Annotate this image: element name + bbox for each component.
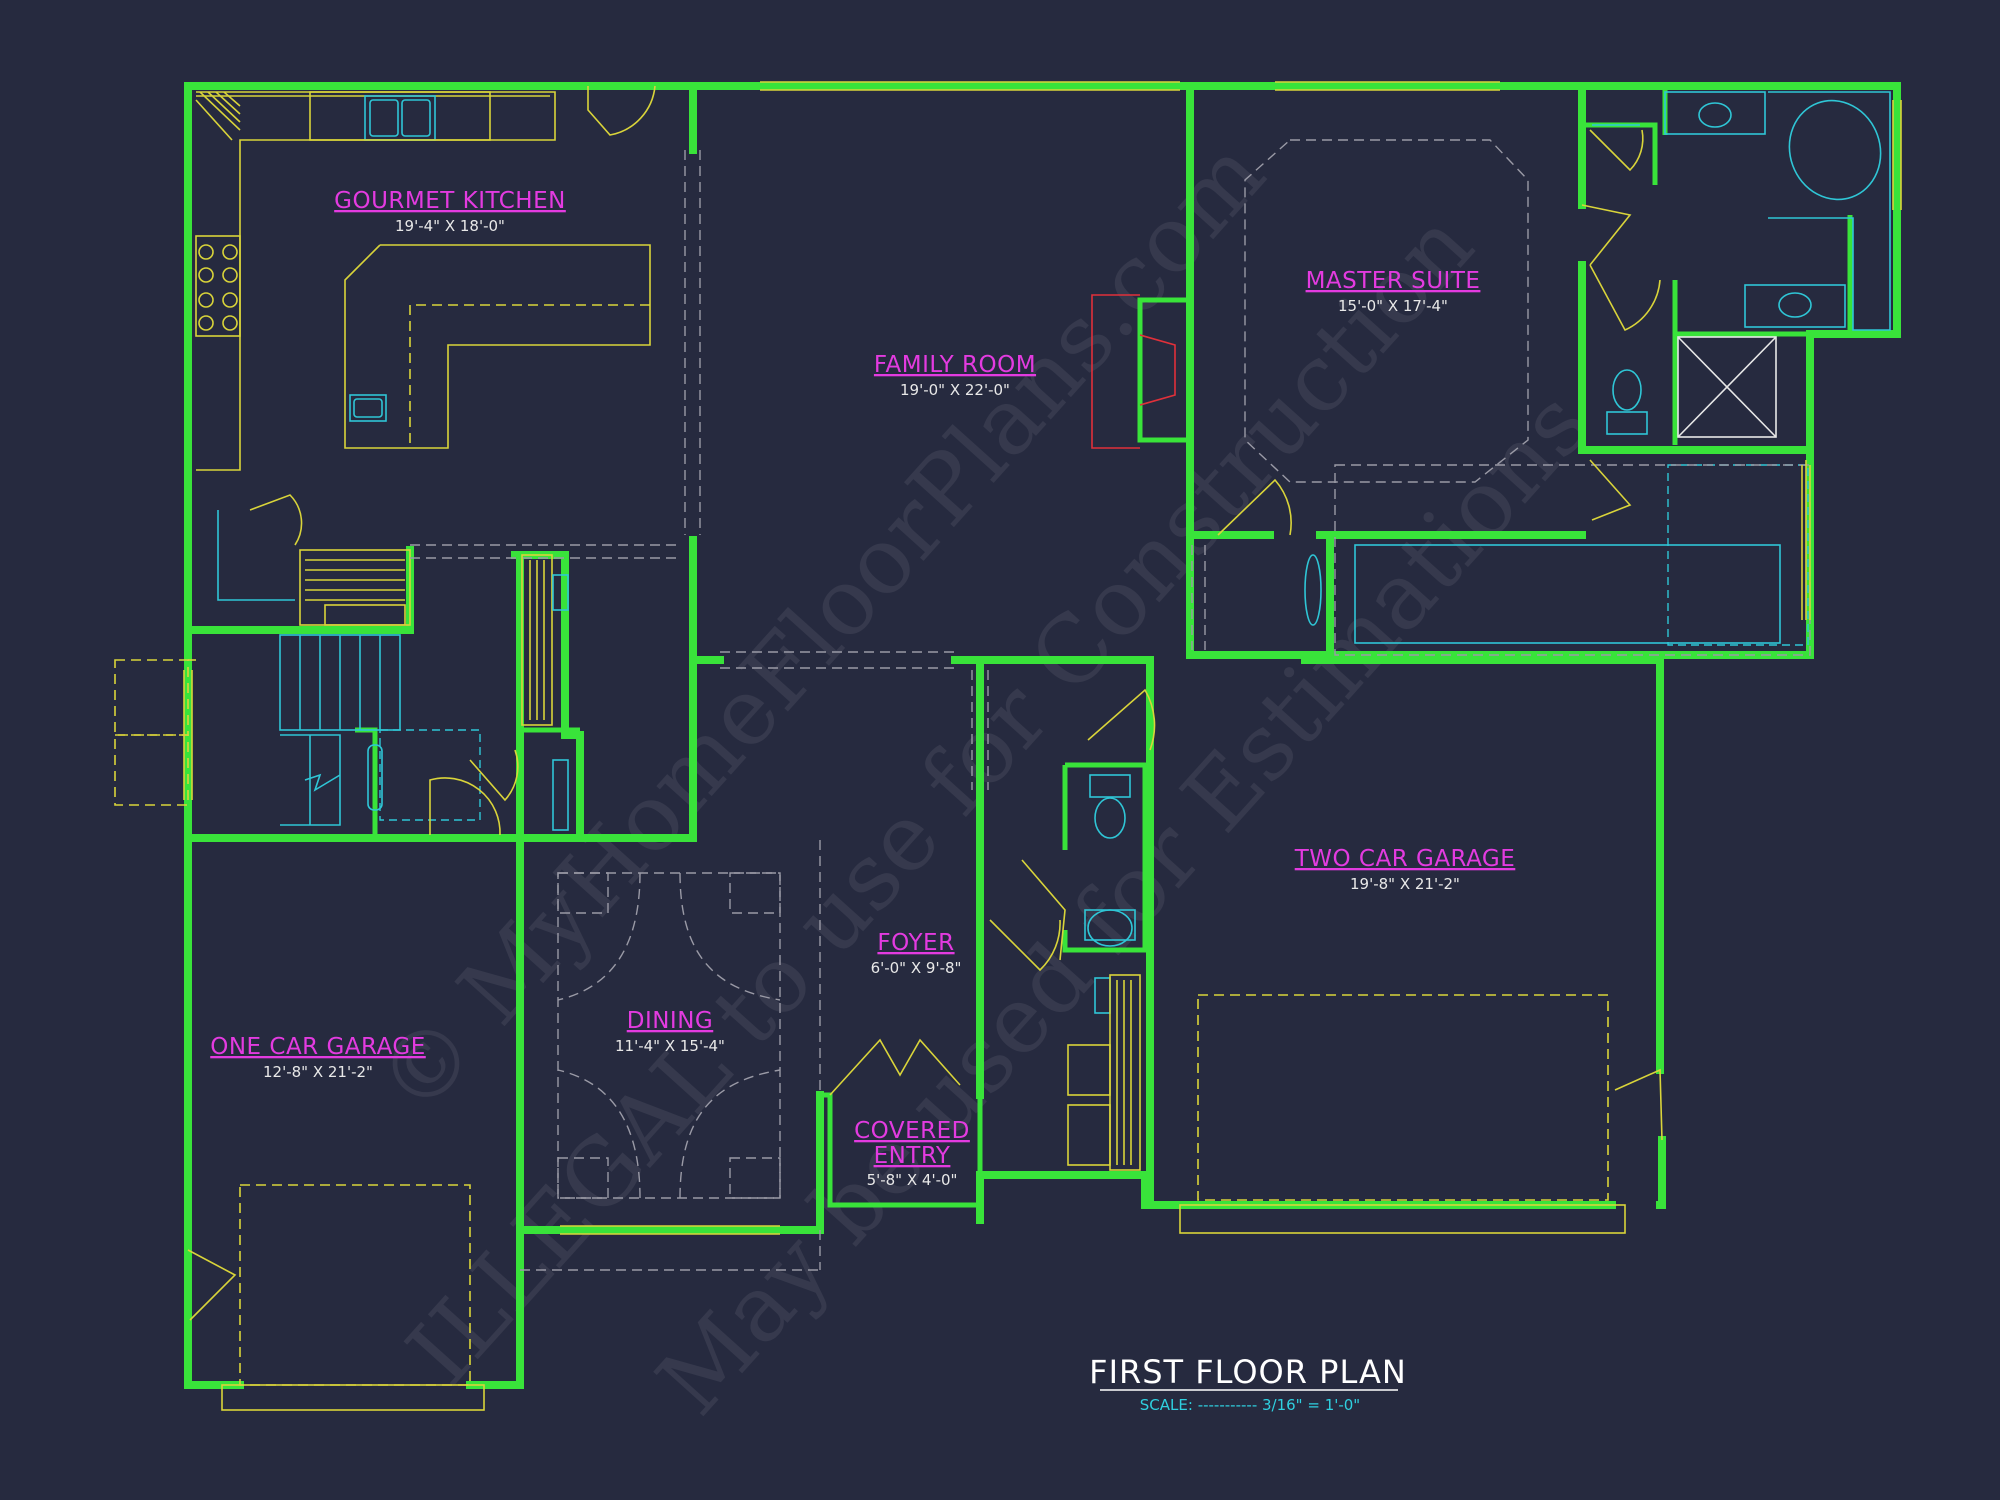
one-car-garage-label: ONE CAR GARAGE [210, 1034, 426, 1060]
two-car-garage-label: TWO CAR GARAGE [1294, 846, 1516, 872]
one-car-garage-dims: 12'-8" X 21'-2" [263, 1063, 373, 1081]
powder-room [1067, 774, 1141, 1171]
foyer-label: FOYER [877, 930, 954, 956]
family-room-label: FAMILY ROOM [874, 352, 1036, 378]
two-car-garage-dims: 19'-8" X 21'-2" [1350, 875, 1460, 893]
plan-scale: SCALE: ----------- 3/16" = 1'-0" [1140, 1396, 1360, 1414]
dining-label: DINING [627, 1008, 714, 1034]
master-suite-label: MASTER SUITE [1306, 268, 1481, 294]
dashed-openings [410, 139, 1529, 1271]
fireplace [1091, 294, 1176, 449]
plan-title: FIRST FLOOR PLAN [1089, 1353, 1407, 1391]
covered-entry-dims: 5'-8" X 4'-0" [867, 1171, 958, 1189]
dining-table [557, 872, 781, 1199]
dining-dims: 11'-4" X 15'-4" [615, 1037, 725, 1055]
covered-entry-label-1: COVERED [854, 1118, 970, 1144]
family-room-dims: 19'-0" X 22'-0" [900, 381, 1010, 399]
master-suite-dims: 15'-0" X 17'-4" [1338, 297, 1448, 315]
kitchen-label: GOURMET KITCHEN [334, 188, 566, 214]
kitchen-dims: 19'-4" X 18'-0" [395, 217, 505, 235]
garage-doors [221, 994, 1626, 1411]
foyer-dims: 6'-0" X 9'-8" [871, 959, 962, 977]
room-labels: GOURMET KITCHEN 19'-4" X 18'-0" FAMILY R… [210, 188, 1515, 1189]
master-bath-fixtures [1304, 91, 1891, 656]
covered-entry-label-2: ENTRY [874, 1143, 951, 1169]
interior-walls [184, 82, 1853, 1209]
title-block: FIRST FLOOR PLAN SCALE: ----------- 3/16… [1089, 1353, 1407, 1414]
windows [183, 81, 1902, 1235]
kitchen-fixtures [195, 91, 651, 626]
stair-area [114, 554, 569, 831]
door-swings [187, 85, 1663, 1321]
